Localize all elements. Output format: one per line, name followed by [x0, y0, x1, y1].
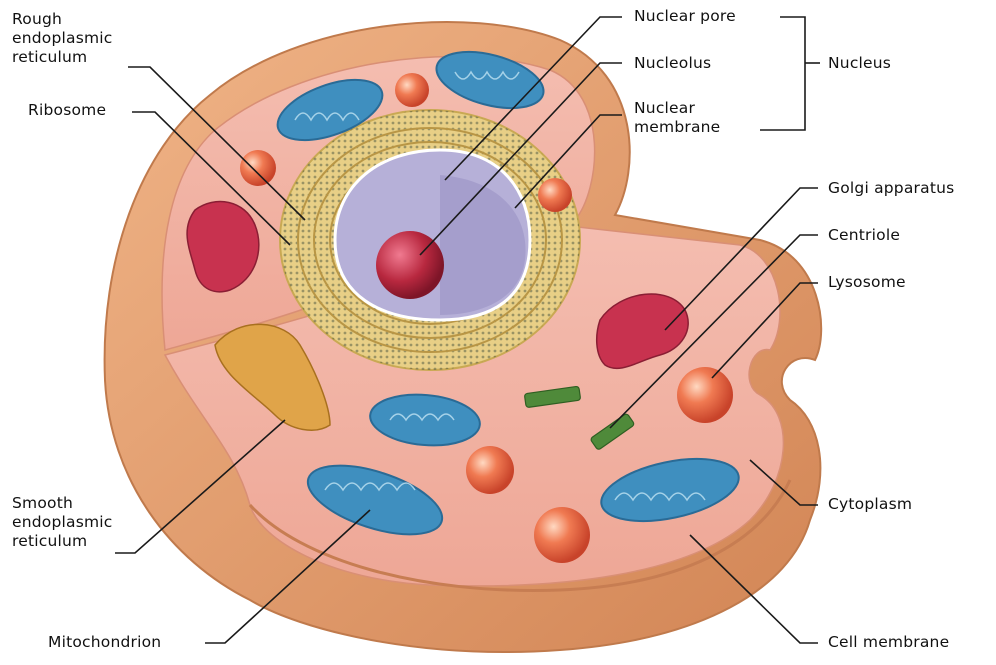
label-golgi: Golgi apparatus	[828, 179, 954, 198]
label-rough-er: Rough endoplasmic reticulum	[12, 10, 113, 67]
label-smooth-er: Smooth endoplasmic reticulum	[12, 494, 113, 551]
label-centriole: Centriole	[828, 226, 900, 245]
label-nucleolus: Nucleolus	[634, 54, 711, 73]
label-ribosome: Ribosome	[28, 101, 106, 120]
label-cytoplasm: Cytoplasm	[828, 495, 912, 514]
label-nuclear-pore: Nuclear pore	[634, 7, 736, 26]
nucleus-bracket	[760, 17, 805, 130]
label-nucleus: Nucleus	[828, 54, 891, 73]
label-mitochondrion: Mitochondrion	[48, 633, 161, 652]
nucleus-graphic	[335, 150, 530, 320]
label-nuclear-membrane: Nuclear membrane	[634, 99, 720, 137]
label-lysosome: Lysosome	[828, 273, 906, 292]
label-cell-membrane: Cell membrane	[828, 633, 949, 652]
